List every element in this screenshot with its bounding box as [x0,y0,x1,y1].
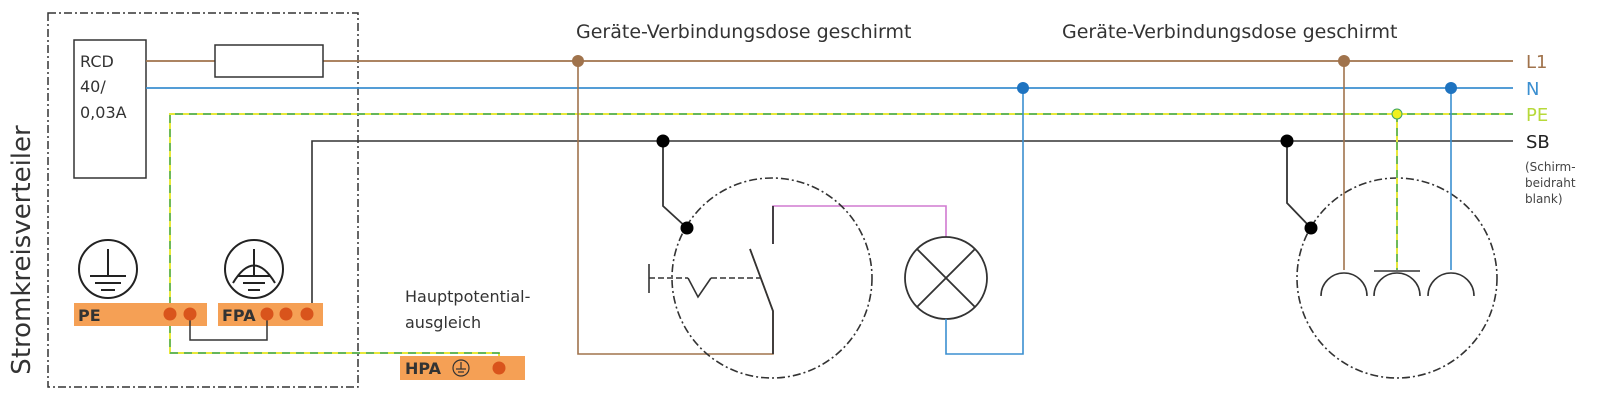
hpa-terminal [492,361,506,375]
hpa-title-1: Hauptpotential- [405,287,530,306]
terminals [163,307,314,321]
l1-junction-1 [572,55,584,67]
bar-bridge-wire [189,314,268,341]
socket-outlet-icon [1320,270,1475,297]
fpa-bar-label: FPA [222,306,256,325]
n-junction-2 [1445,82,1457,94]
pe-junction-2 [1391,108,1403,120]
label-n: N [1526,79,1539,100]
label-l1: L1 [1526,52,1547,73]
shield-wire-2 [1286,141,1312,229]
sb-note-1: (Schirm- [1525,160,1576,174]
switch-contact [749,248,774,354]
box-1-title: Geräte-Verbindungsdose geschirmt [576,21,911,43]
box-2-title: Geräte-Verbindungsdose geschirmt [1062,21,1397,43]
distributor-label: Stromkreisverteiler [7,125,37,375]
push-button-icon [648,264,760,299]
hpa-earth-icon [452,359,470,377]
lamp-neutral-wire [945,88,1024,355]
sb-note-3: blank) [1525,192,1563,206]
hpa-title-2: ausgleich [405,313,481,332]
fpa-equipotential-icon [224,239,284,299]
lamp-icon [904,236,988,320]
shield-wire-1 [662,141,688,229]
pe-bar-label: PE [78,306,101,325]
switched-wire [772,205,947,244]
rcd-box [73,39,147,179]
sb-note-2: beidraht [1525,176,1576,190]
rcd-label-3: 0,03A [80,103,127,122]
l1-junction-2 [1338,55,1350,67]
box-1-shield-terminal [680,221,694,235]
pe-earth-icon [78,239,138,299]
sb-junction-1 [656,134,670,148]
hpa-bar-label: HPA [405,359,442,378]
switch-feed-wire [577,61,774,355]
n-junction-1 [1017,82,1029,94]
label-pe: PE [1526,105,1548,126]
rcd-label-1: RCD [80,52,114,71]
box-2-shield-terminal [1304,221,1318,235]
distributor-enclosure [47,12,359,388]
fuse [214,44,324,78]
sb-junction-2 [1280,134,1294,148]
label-sb: SB [1526,132,1550,153]
junction-box-1 [671,177,873,379]
conductor-sb [311,140,1513,314]
rcd-label-2: 40/ [80,77,106,96]
